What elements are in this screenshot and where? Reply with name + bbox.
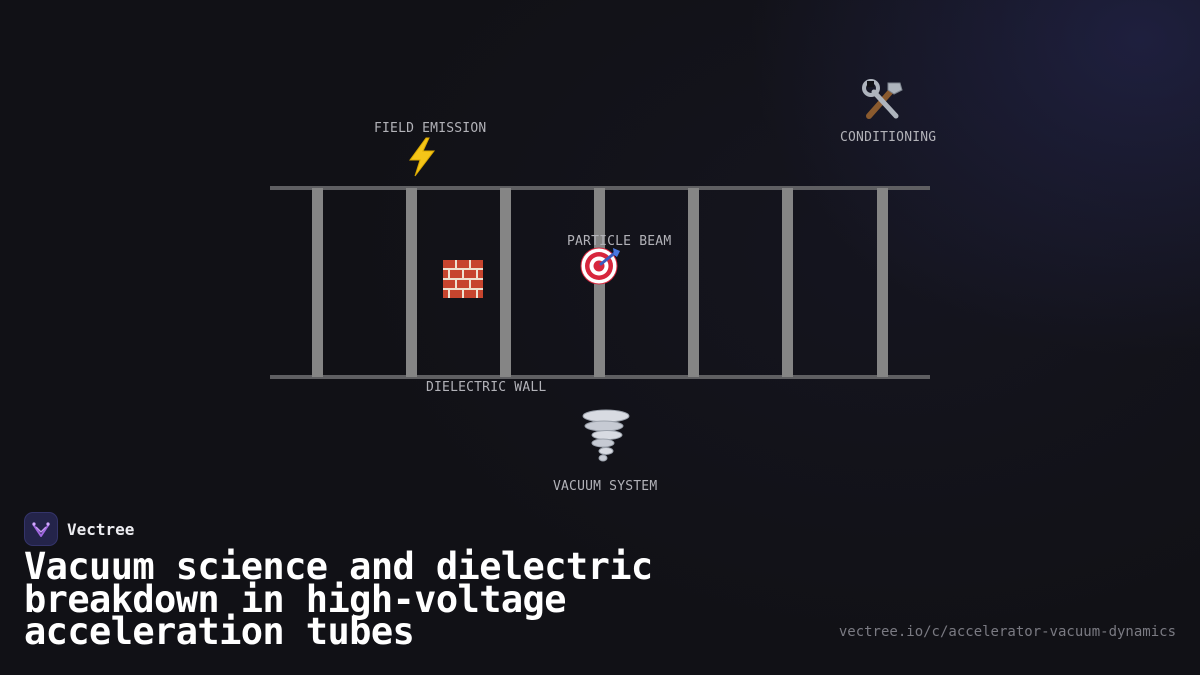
electrode-plate <box>782 188 793 377</box>
tools-icon <box>860 78 906 122</box>
electrode-plate <box>500 188 511 377</box>
target-icon <box>580 246 622 286</box>
lightning-icon <box>402 136 442 178</box>
brand-name: Vectree <box>67 519 135 539</box>
electrode-plate <box>312 188 323 377</box>
vectree-logo-icon <box>24 512 58 546</box>
field-emission-label: FIELD EMISSION <box>374 121 487 136</box>
bottom-rail <box>270 375 930 379</box>
electrode-plate <box>877 188 888 377</box>
electrode-plate <box>406 188 417 377</box>
electrode-plate <box>688 188 699 377</box>
conditioning-label: CONDITIONING <box>840 130 937 145</box>
dielectric-wall-label: DIELECTRIC WALL <box>426 380 547 395</box>
brick-icon <box>442 259 484 299</box>
page-url: vectree.io/c/accelerator-vacuum-dynamics <box>838 624 1176 640</box>
brand: Vectree <box>24 512 134 546</box>
page-title: Vacuum science and dielectric breakdown … <box>24 545 653 653</box>
tornado-icon <box>580 408 632 464</box>
vacuum-system-label: VACUUM SYSTEM <box>553 479 658 494</box>
particle-beam-label: PARTICLE BEAM <box>567 234 672 249</box>
